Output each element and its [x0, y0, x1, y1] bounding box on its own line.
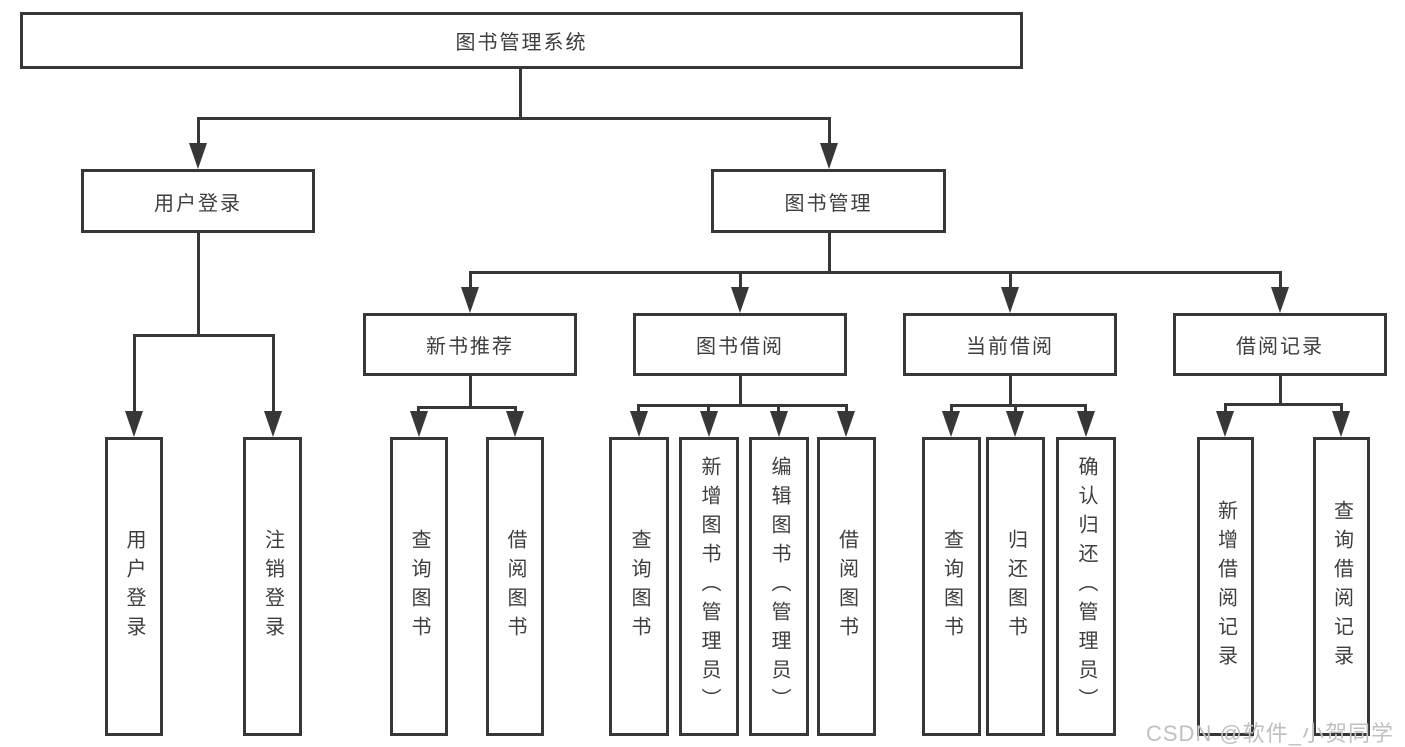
connector-new-books-trunk — [469, 376, 472, 409]
node-library-system-label: 图书管理系统 — [455, 32, 588, 54]
leaf-edit-books-admin: 编辑图书（管理员） — [749, 437, 809, 736]
arrow-down-icon — [942, 411, 960, 437]
arrow-down-icon — [770, 411, 788, 437]
connector-leaf-drop — [133, 334, 136, 413]
leaf-query-books: 查询图书 — [922, 437, 981, 736]
arrow-down-icon — [1006, 411, 1024, 437]
connector-user-login-trunk — [197, 233, 200, 337]
node-book-mgmt: 图书管理 — [711, 169, 946, 233]
arrow-down-icon — [630, 411, 648, 437]
leaf-add-borrow-record: 新增借阅记录 — [1197, 437, 1254, 736]
connector-leaf-drop — [777, 404, 780, 415]
leaf-add-borrow-record-label: 新增借阅记录 — [1214, 499, 1237, 674]
leaf-confirm-return-admin-label: 确认归还（管理员） — [1075, 456, 1097, 717]
connector-borrowing-bar — [637, 404, 848, 407]
leaf-borrow-books-label: 借阅图书 — [504, 528, 526, 645]
leaf-borrow-books-label: 借阅图书 — [835, 528, 858, 645]
connector-records-bar — [1224, 403, 1343, 406]
arrow-down-icon — [506, 411, 524, 437]
arrow-down-icon — [1271, 287, 1289, 313]
connector-leaf-drop — [272, 334, 275, 413]
connector-leaf-drop — [707, 404, 710, 415]
leaf-add-books-admin: 新增图书（管理员） — [679, 437, 739, 736]
leaf-confirm-return-admin: 确认归还（管理员） — [1056, 437, 1116, 736]
leaf-query-books-label: 查询图书 — [940, 528, 963, 645]
connector-leaf-drop — [845, 404, 848, 415]
node-new-books: 新书推荐 — [363, 313, 577, 376]
arrow-down-icon — [189, 143, 207, 169]
node-library-system: 图书管理系统 — [20, 12, 1023, 69]
leaf-borrow-books: 借阅图书 — [486, 437, 544, 736]
leaf-query-borrow-record-label: 查询借阅记录 — [1330, 499, 1353, 674]
connector-new-books-drop — [469, 271, 472, 289]
arrow-down-icon — [1077, 411, 1095, 437]
csdn-watermark: CSDN @软件_小贺同学 — [1146, 721, 1395, 746]
connector-level1-bar — [197, 117, 831, 120]
leaf-query-books: 查询图书 — [609, 437, 669, 736]
leaf-query-books-label: 查询图书 — [408, 528, 430, 645]
arrow-down-icon — [461, 287, 479, 313]
leaf-user-login-label: 用户登录 — [123, 528, 145, 645]
arrow-down-icon — [1332, 411, 1350, 437]
connector-current-bar — [950, 404, 1087, 407]
connector-current-trunk — [1009, 376, 1012, 407]
connector-leaf-drop — [1224, 403, 1227, 415]
connector-records-drop — [1279, 271, 1282, 289]
node-borrow-records: 借阅记录 — [1173, 313, 1387, 376]
connector-leaf-drop — [417, 406, 420, 415]
leaf-user-login: 用户登录 — [105, 437, 163, 736]
arrow-down-icon — [125, 411, 143, 437]
leaf-query-books-label: 查询图书 — [628, 528, 650, 645]
leaf-edit-books-admin-label: 编辑图书（管理员） — [768, 456, 790, 717]
leaf-add-books-admin-label: 新增图书（管理员） — [698, 456, 720, 717]
node-current-borrow-label: 当前借阅 — [966, 336, 1054, 358]
leaf-logout-label: 注销登录 — [261, 528, 284, 645]
node-user-login-label: 用户登录 — [154, 192, 242, 215]
arrow-down-icon — [837, 411, 855, 437]
connector-user-login-drop — [197, 117, 200, 145]
arrow-down-icon — [1216, 411, 1234, 437]
connector-borrowing-drop — [739, 271, 742, 289]
node-current-borrow: 当前借阅 — [903, 313, 1117, 376]
connector-leaf-drop — [1340, 403, 1343, 415]
connector-new-books-bar — [417, 406, 517, 409]
connector-leaf-drop — [1084, 404, 1087, 415]
node-borrowing: 图书借阅 — [633, 313, 847, 376]
arrow-down-icon — [1001, 287, 1019, 313]
connector-level2-bar — [469, 271, 1282, 274]
arrow-down-icon — [731, 287, 749, 313]
leaf-logout: 注销登录 — [243, 437, 302, 736]
connector-leaf-drop — [1014, 404, 1017, 415]
leaf-return-books-label: 归还图书 — [1004, 528, 1027, 645]
node-new-books-label: 新书推荐 — [426, 336, 514, 358]
connector-leaf-drop — [950, 404, 953, 415]
node-borrow-records-label: 借阅记录 — [1236, 336, 1324, 358]
connector-current-drop — [1009, 271, 1012, 289]
arrow-down-icon — [410, 411, 428, 437]
connector-leaf-drop — [637, 404, 640, 415]
leaf-borrow-books: 借阅图书 — [817, 437, 876, 736]
arrow-down-icon — [820, 143, 838, 169]
connector-records-trunk — [1279, 376, 1282, 406]
connector-root-trunk — [519, 68, 522, 119]
connector-book-mgmt-trunk — [828, 233, 831, 273]
connector-book-mgmt-drop — [828, 117, 831, 145]
node-borrowing-label: 图书借阅 — [696, 336, 784, 358]
node-book-mgmt-label: 图书管理 — [784, 192, 873, 215]
connector-leaf-drop — [514, 406, 517, 415]
connector-user-login-bar — [133, 334, 275, 337]
connector-borrowing-trunk — [739, 376, 742, 407]
arrow-down-icon — [264, 411, 282, 437]
leaf-query-books: 查询图书 — [390, 437, 448, 736]
node-user-login: 用户登录 — [81, 169, 315, 233]
leaf-query-borrow-record: 查询借阅记录 — [1313, 437, 1370, 736]
leaf-return-books: 归还图书 — [986, 437, 1045, 736]
arrow-down-icon — [700, 411, 718, 437]
